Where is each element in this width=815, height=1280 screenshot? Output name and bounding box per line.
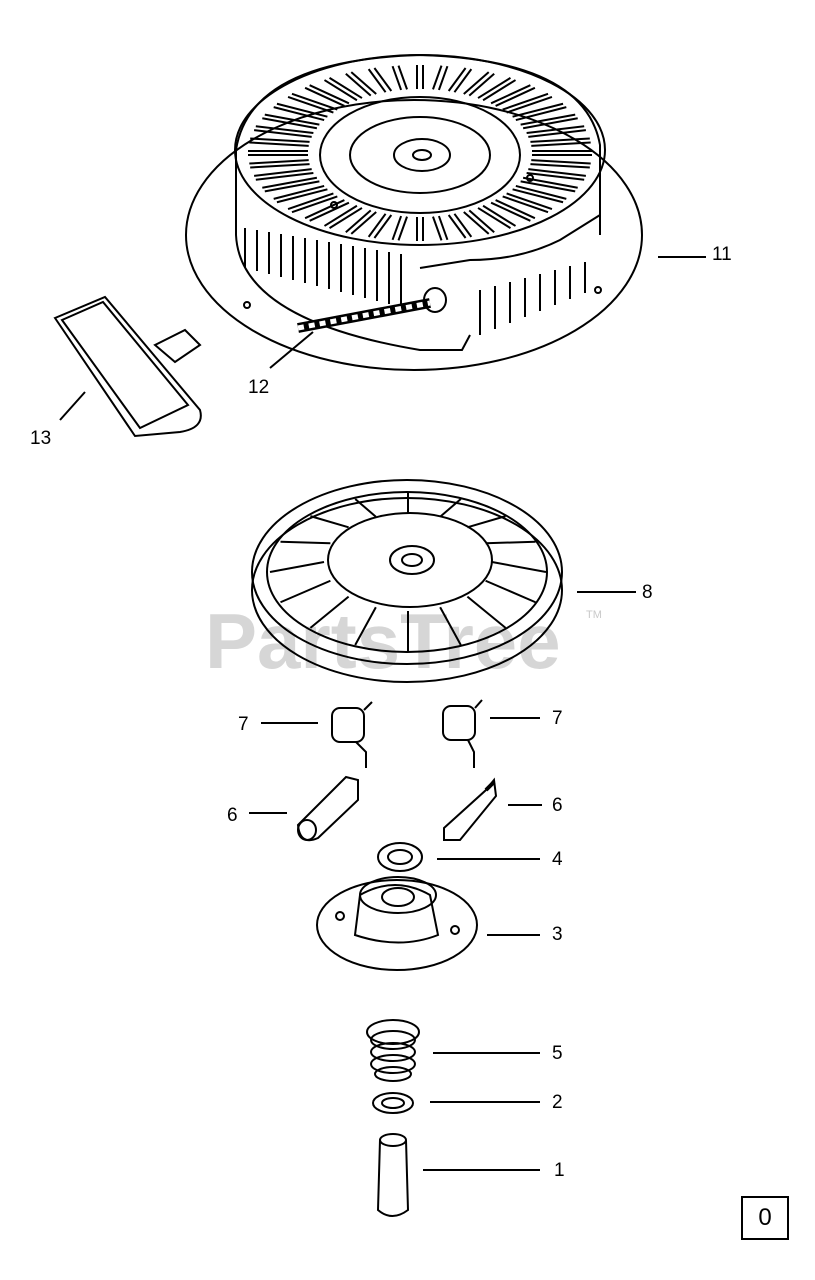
callout-pawl-right: 6 bbox=[552, 795, 563, 816]
watermark-logo: PartsTree bbox=[205, 597, 561, 685]
callout-pin: 1 bbox=[554, 1160, 565, 1181]
callout-pawl-left: 6 bbox=[227, 805, 238, 826]
washer-drawing bbox=[377, 842, 423, 872]
starter-housing-drawing bbox=[185, 53, 643, 371]
page-indicator-box: 0 bbox=[741, 1196, 789, 1240]
callout-housing: 11 bbox=[712, 244, 732, 265]
starter-handle-drawing bbox=[53, 295, 202, 438]
callout-rope: 12 bbox=[248, 377, 269, 398]
pawl-spring-right-drawing bbox=[442, 699, 483, 768]
callout-handle: 13 bbox=[30, 428, 51, 449]
leader-lines bbox=[59, 256, 706, 1171]
retainer-drawing bbox=[316, 876, 478, 971]
rope-pulley-drawing bbox=[251, 479, 563, 683]
page-indicator-label: 0 bbox=[758, 1204, 772, 1231]
small-washer-drawing bbox=[372, 1092, 414, 1114]
callout-compression-spring: 5 bbox=[552, 1043, 563, 1064]
callout-spring-right: 7 bbox=[552, 708, 563, 729]
pawl-left-drawing bbox=[296, 775, 359, 842]
callout-retainer: 3 bbox=[552, 924, 563, 945]
center-pin-drawing bbox=[376, 1133, 410, 1217]
starter-rope-drawing bbox=[297, 298, 431, 333]
pawl-right-drawing bbox=[443, 777, 498, 841]
watermark-trademark: TM bbox=[586, 609, 602, 621]
callout-small-washer: 2 bbox=[552, 1092, 563, 1113]
callout-spring-left: 7 bbox=[238, 714, 249, 735]
compression-spring-drawing bbox=[366, 1019, 420, 1082]
callout-washer: 4 bbox=[552, 849, 563, 870]
pawl-spring-left-drawing bbox=[331, 701, 373, 768]
callout-pulley: 8 bbox=[642, 582, 653, 603]
